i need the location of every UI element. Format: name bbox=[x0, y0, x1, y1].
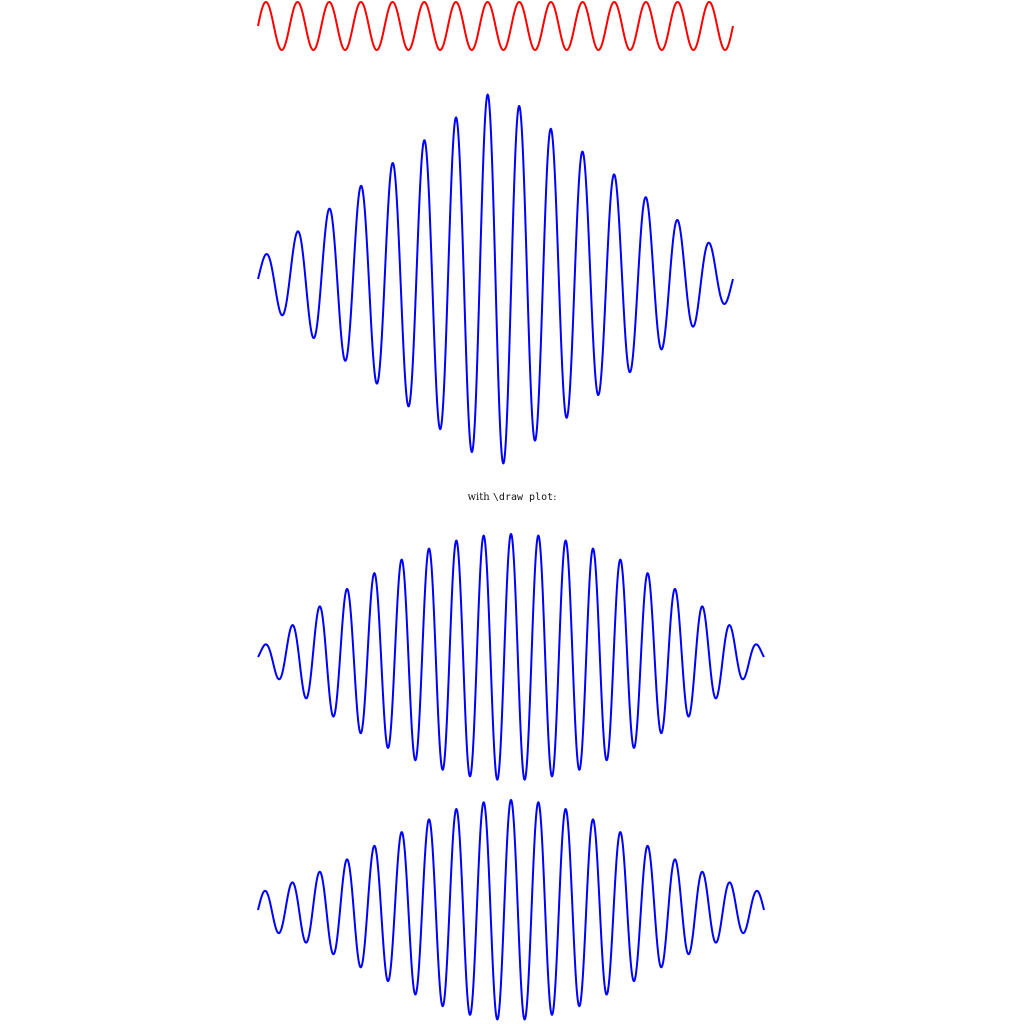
caption-suffix: : bbox=[553, 492, 557, 503]
sine-modulated-wave bbox=[257, 532, 765, 781]
carrier-wave bbox=[257, 0, 734, 52]
triangle-modulated-wave bbox=[257, 93, 734, 465]
caption-prefix: with bbox=[467, 492, 493, 503]
gaussian-modulated-wave bbox=[257, 798, 765, 1021]
caption: with \draw plot: bbox=[0, 491, 1024, 505]
caption-code: \draw plot bbox=[492, 492, 554, 503]
